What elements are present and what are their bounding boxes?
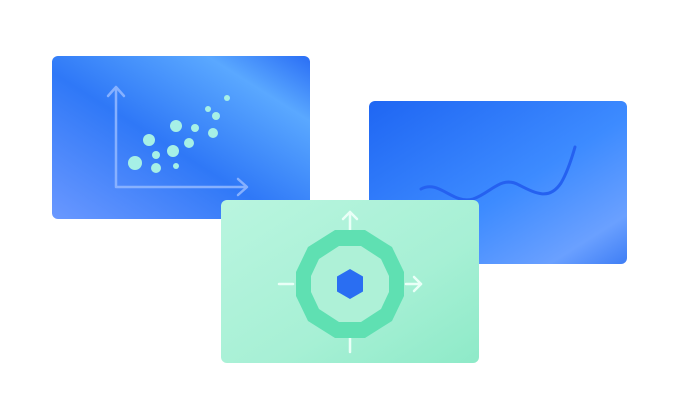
scatter-point: [191, 124, 199, 132]
scatter-points: [128, 95, 230, 173]
hub-arrows-icon: [221, 200, 479, 363]
scatter-chart-icon: [52, 56, 310, 219]
scatter-point: [143, 134, 155, 146]
scatter-point: [170, 120, 182, 132]
scatter-point: [212, 112, 220, 120]
scatter-point: [205, 106, 211, 112]
scatter-point: [167, 145, 179, 157]
scatter-point: [151, 163, 161, 173]
hub-card: [221, 200, 479, 363]
scatter-chart-card: [52, 56, 310, 219]
scatter-point: [224, 95, 230, 101]
center-hexagon: [337, 269, 363, 299]
wave-line: [419, 145, 577, 202]
scatter-point: [128, 156, 142, 170]
card-background: [52, 56, 310, 219]
scatter-point: [152, 151, 160, 159]
scatter-point: [173, 163, 179, 169]
scatter-point: [208, 128, 218, 138]
arrows: [277, 210, 423, 354]
scatter-point: [184, 138, 194, 148]
chart-axes: [106, 85, 249, 197]
